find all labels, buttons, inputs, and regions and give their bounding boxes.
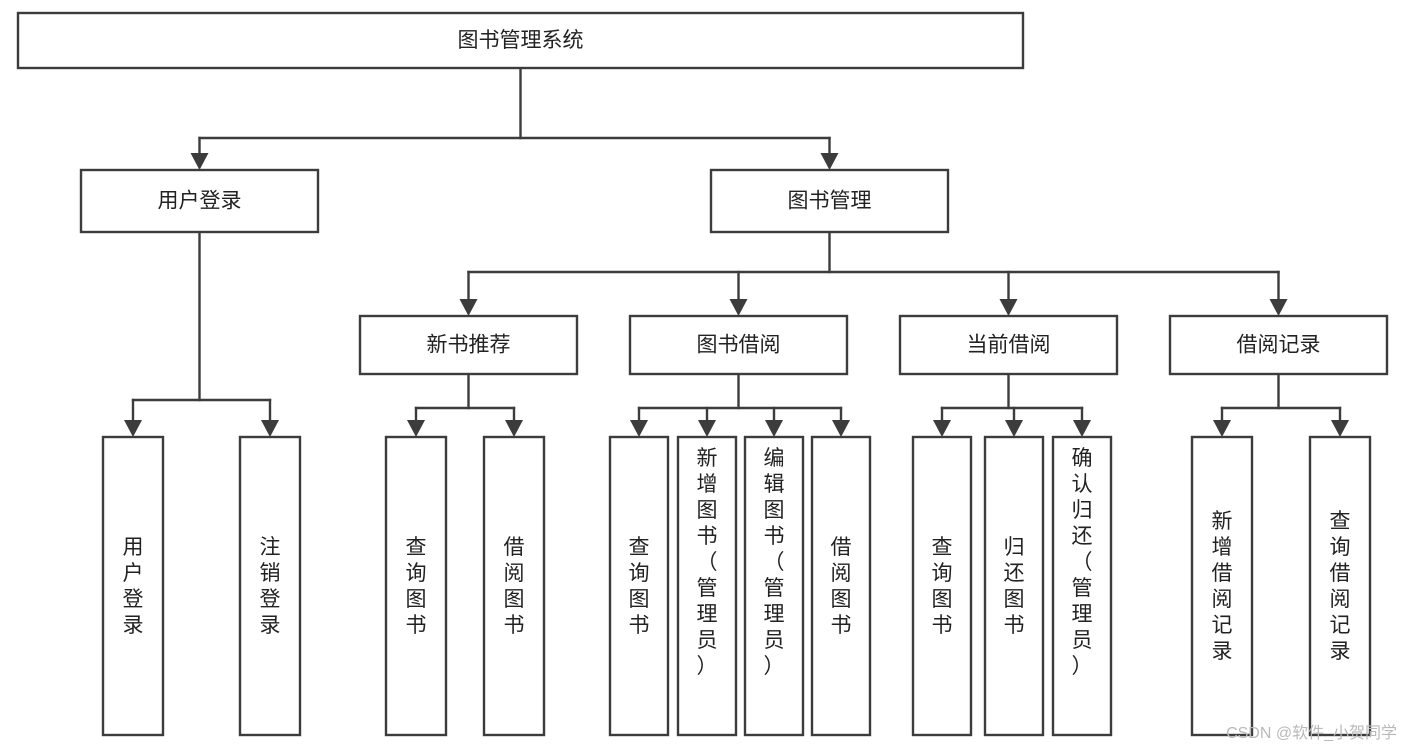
arrow-leaf-return-book — [1005, 420, 1023, 437]
node-box-leaf-add-borrow-record[interactable] — [1190, 435, 1254, 737]
arrow-new-book-recommend — [459, 299, 478, 316]
arrow-leaf-confirm-return-admin — [1073, 420, 1091, 437]
node-box-leaf-logout-login[interactable] — [238, 435, 302, 737]
node-leaf-return-book[interactable]: 归还图书 — [983, 435, 1045, 737]
node-label-leaf-confirm-return-admin: 确认归还（管理员） — [1072, 447, 1093, 678]
node-box-current-borrow[interactable] — [898, 314, 1119, 376]
node-label-leaf-borrow-book-recommend: 借阅图书 — [504, 536, 525, 637]
node-box-book-borrow[interactable] — [628, 314, 849, 376]
csdn-watermark: CSDN @软件_小贺同学 — [1226, 725, 1397, 742]
arrow-user-login — [190, 153, 209, 170]
node-leaf-logout-login[interactable]: 注销登录 — [238, 435, 302, 737]
node-leaf-query-borrow-record[interactable]: 查询借阅记录 — [1308, 435, 1372, 737]
node-leaf-edit-book-admin[interactable]: 编辑图书（管理员） — [743, 435, 805, 737]
node-box-new-book-recommend[interactable] — [358, 314, 579, 376]
node-box-leaf-query-book-borrow[interactable] — [608, 435, 670, 737]
node-leaf-query-book-recommend[interactable]: 查询图书 — [384, 435, 448, 737]
node-label-book-manage: 图书管理 — [788, 190, 872, 213]
node-current-borrow[interactable]: 当前借阅 — [898, 314, 1119, 376]
arrow-leaf-query-book-borrow — [630, 420, 648, 437]
arrow-leaf-query-borrow-record — [1331, 420, 1349, 437]
node-leaf-query-book-borrow[interactable]: 查询图书 — [608, 435, 670, 737]
arrow-leaf-edit-book-admin — [765, 420, 783, 437]
node-box-leaf-edit-book-admin[interactable] — [743, 435, 805, 737]
node-label-leaf-query-book-current: 查询图书 — [932, 536, 953, 637]
arrow-leaf-query-book-recommend — [407, 420, 425, 437]
node-leaf-add-borrow-record[interactable]: 新增借阅记录 — [1190, 435, 1254, 737]
node-box-leaf-add-book-admin[interactable] — [676, 435, 738, 737]
node-label-current-borrow: 当前借阅 — [967, 334, 1051, 357]
arrow-leaf-logout-login — [261, 420, 279, 437]
node-book-manage[interactable]: 图书管理 — [709, 168, 950, 234]
node-label-leaf-add-book-admin: 新增图书（管理员） — [697, 447, 718, 678]
node-box-leaf-borrow-book[interactable] — [810, 435, 872, 737]
node-new-book-recommend[interactable]: 新书推荐 — [358, 314, 579, 376]
arrow-leaf-borrow-book — [832, 420, 850, 437]
node-box-leaf-borrow-book-recommend[interactable] — [482, 435, 546, 737]
node-label-book-borrow: 图书借阅 — [697, 334, 781, 357]
node-label-leaf-return-book: 归还图书 — [1004, 536, 1025, 637]
node-box-leaf-query-borrow-record[interactable] — [1308, 435, 1372, 737]
arrow-leaf-user-login — [124, 420, 142, 437]
node-box-book-manage[interactable] — [709, 168, 950, 234]
node-label-leaf-edit-book-admin: 编辑图书（管理员） — [764, 447, 785, 678]
node-label-borrow-record: 借阅记录 — [1237, 334, 1321, 357]
arrow-current-borrow — [999, 299, 1018, 316]
node-box-leaf-query-book-recommend[interactable] — [384, 435, 448, 737]
arrow-leaf-query-book-current — [933, 420, 951, 437]
node-label-leaf-query-book-recommend: 查询图书 — [406, 536, 427, 637]
node-label-user-login: 用户登录 — [158, 190, 242, 213]
node-box-root[interactable] — [16, 11, 1025, 70]
node-label-leaf-query-book-borrow: 查询图书 — [629, 536, 650, 637]
connector-layer — [124, 66, 1349, 437]
node-label-leaf-borrow-book: 借阅图书 — [831, 536, 852, 637]
node-leaf-borrow-book-recommend[interactable]: 借阅图书 — [482, 435, 546, 737]
node-layer: 图书管理系统用户登录图书管理新书推荐图书借阅当前借阅借阅记录用户登录注销登录查询… — [16, 11, 1389, 737]
node-label-leaf-query-borrow-record: 查询借阅记录 — [1330, 510, 1351, 663]
node-leaf-borrow-book[interactable]: 借阅图书 — [810, 435, 872, 737]
node-root[interactable]: 图书管理系统 — [16, 11, 1025, 70]
arrow-book-manage — [820, 153, 839, 170]
node-label-new-book-recommend: 新书推荐 — [427, 334, 511, 357]
node-book-borrow[interactable]: 图书借阅 — [628, 314, 849, 376]
node-box-leaf-user-login[interactable] — [101, 435, 165, 737]
node-leaf-add-book-admin[interactable]: 新增图书（管理员） — [676, 435, 738, 737]
arrow-leaf-add-borrow-record — [1213, 420, 1231, 437]
node-label-leaf-add-borrow-record: 新增借阅记录 — [1212, 510, 1233, 663]
arrow-book-borrow — [729, 299, 748, 316]
node-leaf-user-login[interactable]: 用户登录 — [101, 435, 165, 737]
arrow-leaf-add-book-admin — [698, 420, 716, 437]
node-box-borrow-record[interactable] — [1168, 314, 1389, 376]
node-borrow-record[interactable]: 借阅记录 — [1168, 314, 1389, 376]
node-box-leaf-query-book-current[interactable] — [911, 435, 973, 737]
node-user-login[interactable]: 用户登录 — [79, 168, 320, 234]
node-leaf-query-book-current[interactable]: 查询图书 — [911, 435, 973, 737]
node-leaf-confirm-return-admin[interactable]: 确认归还（管理员） — [1051, 435, 1113, 737]
node-label-root: 图书管理系统 — [458, 29, 584, 52]
node-label-leaf-logout-login: 注销登录 — [260, 536, 281, 637]
node-box-user-login[interactable] — [79, 168, 320, 234]
arrow-borrow-record — [1269, 299, 1288, 316]
arrow-leaf-borrow-book-recommend — [505, 420, 523, 437]
node-box-leaf-confirm-return-admin[interactable] — [1051, 435, 1113, 737]
node-box-leaf-return-book[interactable] — [983, 435, 1045, 737]
node-label-leaf-user-login: 用户登录 — [123, 536, 144, 637]
